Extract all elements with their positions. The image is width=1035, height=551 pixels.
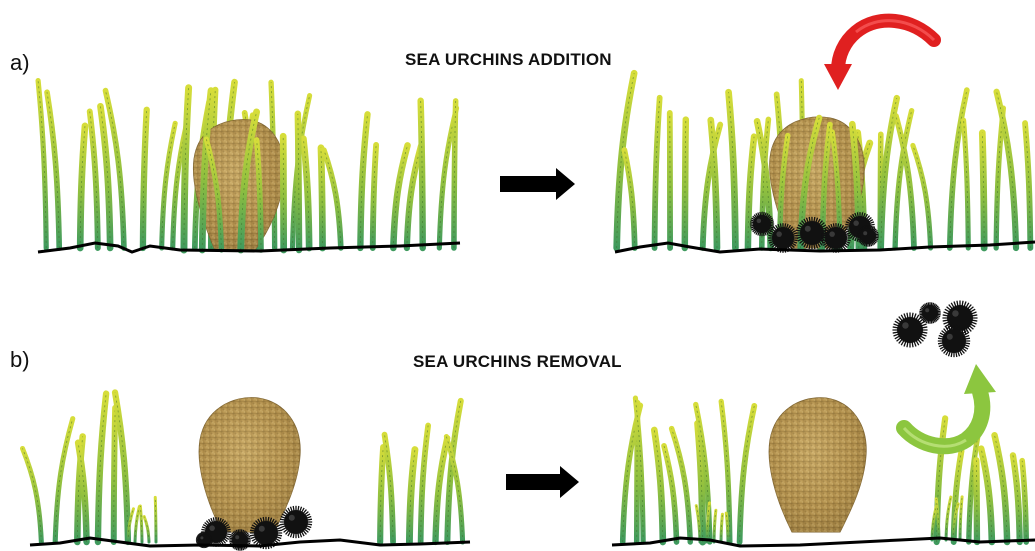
- seagrass-blade: [1025, 123, 1030, 248]
- right-arrow-icon: [506, 466, 579, 498]
- seagrass-blade: [624, 150, 634, 248]
- seagrass-blade: [135, 507, 139, 542]
- removed-urchins: [892, 300, 977, 357]
- seagrass-blade: [946, 497, 951, 540]
- seagrass-blade: [982, 133, 984, 248]
- sea-urchin-icon: [919, 302, 941, 324]
- panel-b-after-shell: [769, 398, 866, 532]
- seagrass-blade: [100, 106, 110, 248]
- seagrass-blade: [143, 110, 147, 248]
- seagrass-blade: [38, 81, 46, 248]
- seagrass-blade: [23, 448, 42, 542]
- seagrass-blade: [184, 88, 189, 250]
- seagrass-blade: [324, 150, 341, 248]
- seagrass-blade: [1013, 455, 1020, 542]
- panel-b-before-shell: [199, 398, 300, 532]
- seagrass-blade: [55, 419, 73, 542]
- seagrass-blade: [303, 139, 309, 248]
- seagrass-blade: [685, 120, 686, 248]
- seagrass-blade: [90, 111, 98, 248]
- seagrass-blade: [995, 435, 1008, 542]
- seagrass-blade: [409, 450, 415, 542]
- seagrass-blade: [421, 425, 428, 542]
- seagrass-blade: [664, 446, 677, 542]
- right-arrow-icon: [500, 168, 575, 200]
- seagrass-blade: [726, 513, 728, 542]
- seagrass-blade: [721, 514, 722, 542]
- seagrass-blade: [80, 126, 85, 248]
- seagrass-blade: [144, 517, 149, 542]
- curved-arrow-icon: [824, 21, 934, 90]
- seagrass-blade: [740, 406, 755, 542]
- seagrass-blade: [729, 92, 736, 248]
- seagrass-blade: [964, 120, 969, 248]
- seagrass-blade: [385, 435, 393, 542]
- seagrass-blade: [1022, 461, 1026, 542]
- seagrass-blade: [98, 394, 106, 542]
- seagrass-blade: [360, 114, 367, 248]
- seagrass-blade: [47, 92, 59, 248]
- seagrass-blade: [655, 98, 660, 248]
- curved-arrow-icon: [904, 364, 996, 446]
- seagrass-blade: [981, 449, 992, 542]
